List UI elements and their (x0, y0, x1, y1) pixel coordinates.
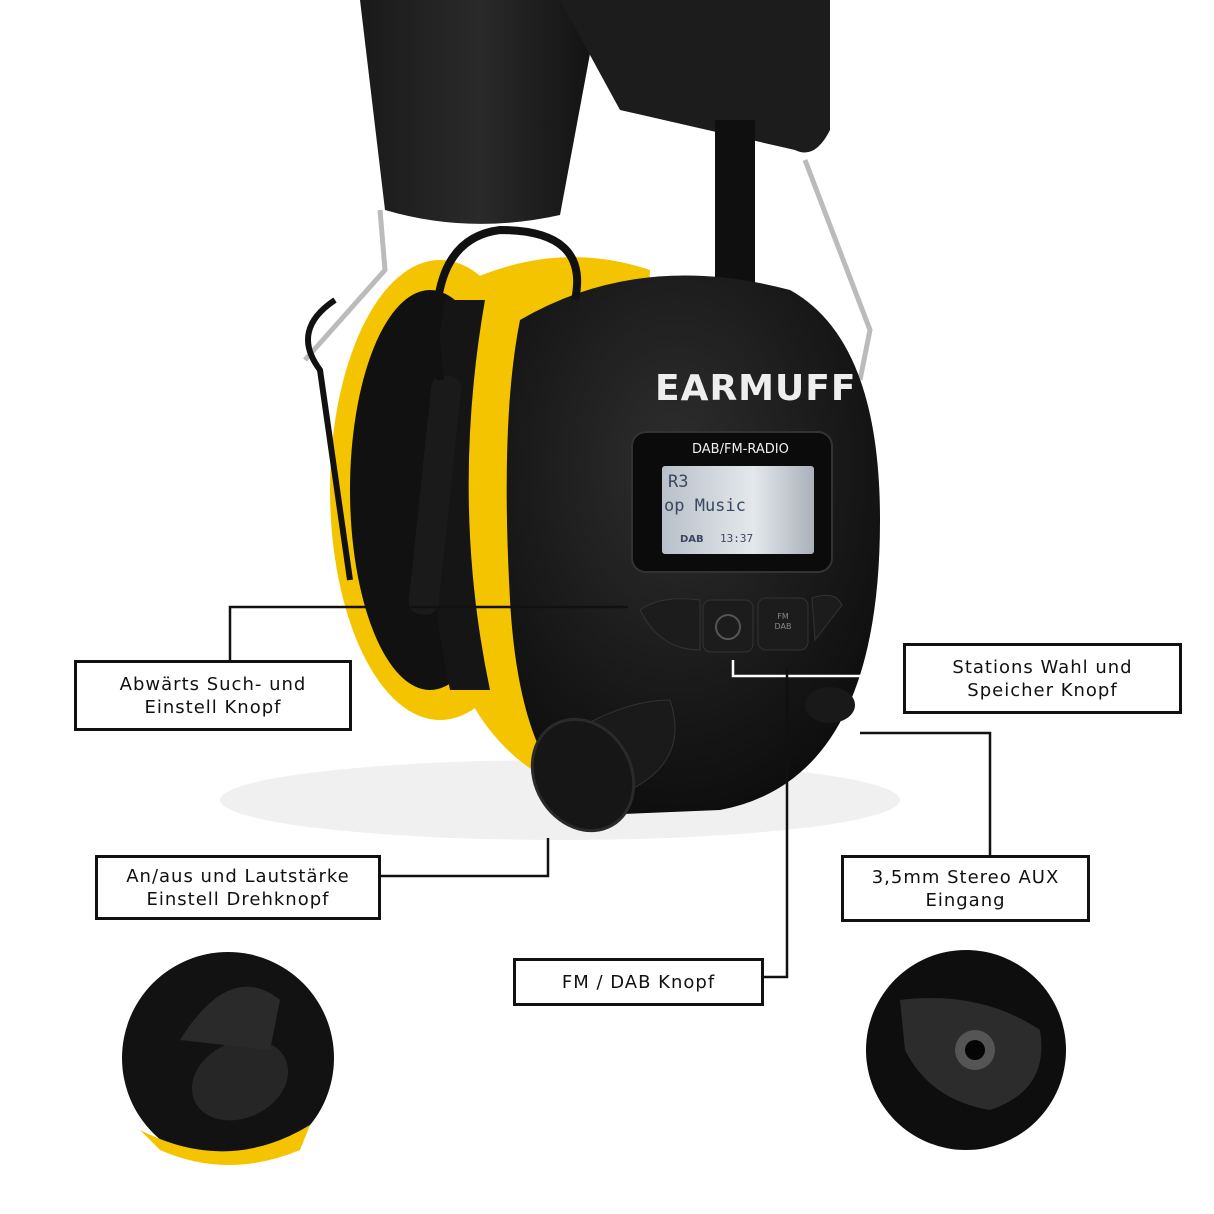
headband-left (360, 0, 600, 224)
leader-line-volume (380, 838, 550, 878)
callout-seek-down: Abwärts Such- und Einstell Knopf (74, 660, 352, 731)
wire-right (802, 159, 873, 381)
callout-aux-input-text: 3,5mm Stereo AUX Eingang (871, 866, 1060, 911)
leader-line-station (731, 660, 903, 678)
screen-line-2: op Music (664, 496, 746, 516)
side-handle (408, 375, 462, 615)
callout-fm-dab: FM / DAB Knopf (513, 958, 764, 1006)
fm-dab-button-label: FM DAB (774, 612, 792, 631)
headband-post (715, 120, 755, 290)
leader-line-fmdab (763, 668, 789, 979)
screen-time: 13:37 (720, 532, 754, 545)
wire-left (303, 209, 388, 362)
callout-power-volume: An/aus und Lautstärke Einstell Drehknopf (95, 855, 381, 920)
seek-up-button[interactable] (811, 594, 843, 642)
callout-aux-input: 3,5mm Stereo AUX Eingang (841, 855, 1090, 922)
seek-down-button[interactable] (639, 598, 701, 651)
brand-logo: EARMUFF (655, 368, 857, 409)
aux-port (805, 687, 855, 723)
screen-line-1: R3 (668, 472, 689, 492)
callout-station-memory-text: Stations Wahl und Speicher Knopf (952, 656, 1133, 701)
leader-line-aux (860, 731, 992, 855)
lcd-screen (662, 466, 814, 554)
display-label: DAB/FM-RADIO (692, 442, 789, 457)
callout-station-memory: Stations Wahl und Speicher Knopf (903, 643, 1182, 714)
callout-power-volume-text: An/aus und Lautstärke Einstell Drehknopf (126, 865, 350, 910)
screen-mode: DAB (680, 534, 704, 545)
leader-line-seek (228, 605, 628, 660)
station-memory-button[interactable] (702, 599, 754, 653)
callout-seek-down-text: Abwärts Such- und Einstell Knopf (119, 673, 307, 718)
headband-top (560, 0, 830, 153)
callout-fm-dab-text: FM / DAB Knopf (561, 971, 716, 993)
fm-dab-button[interactable] (757, 597, 809, 651)
volume-knob[interactable] (512, 701, 653, 849)
